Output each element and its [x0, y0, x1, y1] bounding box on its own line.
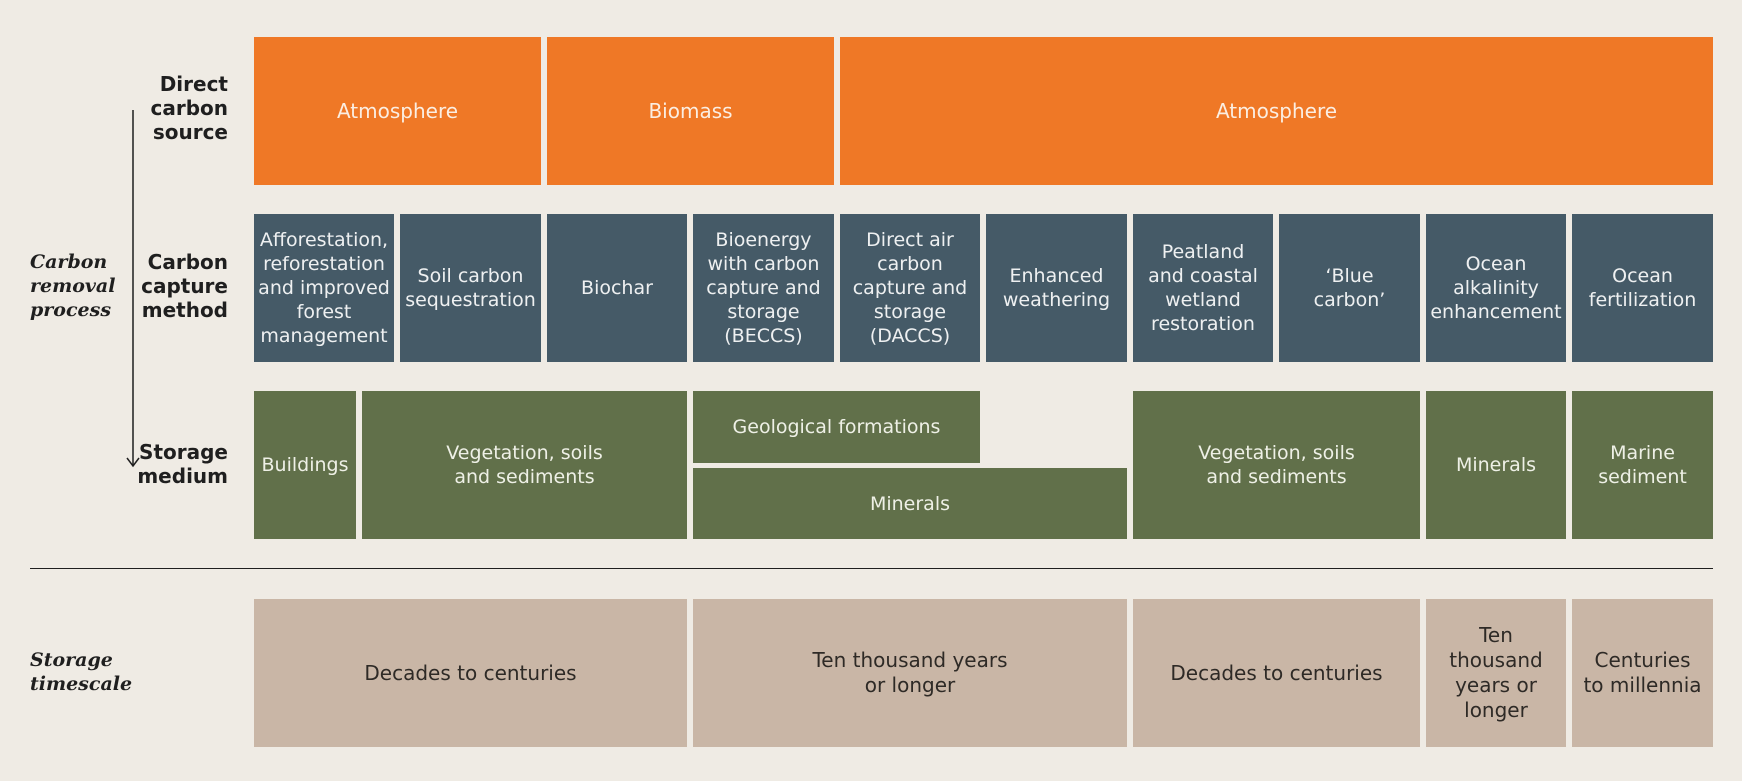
method-biochar: Biochar	[547, 214, 687, 362]
method-enhanced-weathering: Enhanced weathering	[986, 214, 1127, 362]
medium-geological: Geological formations	[693, 391, 980, 463]
method-daccs: Direct air carbon capture and storage (D…	[840, 214, 980, 362]
carbon-removal-process-label: Carbon removal process	[30, 251, 116, 321]
direct-carbon-source-label: Direct carbon source	[150, 72, 228, 144]
method-ocean-fertilization: Ocean fertilization	[1572, 214, 1713, 362]
medium-marine-sediment: Marine sediment	[1572, 391, 1713, 539]
medium-vegetation-2: Vegetation, soils and sediments	[1133, 391, 1420, 539]
carbon-capture-method-label: Carbon capture method	[141, 250, 228, 322]
method-peatland: Peatland and coastal wetland restoration	[1133, 214, 1273, 362]
medium-minerals-1: Minerals	[693, 468, 1127, 539]
timescale-ten-thousand-1: Ten thousand years or longer	[693, 599, 1127, 747]
timescale-ten-thousand-2: Ten thousand years or longer	[1426, 599, 1566, 747]
medium-buildings: Buildings	[254, 391, 356, 539]
storage-timescale-label: Storage timescale	[30, 649, 133, 695]
down-arrow-icon	[126, 110, 140, 468]
method-blue-carbon: ‘Blue carbon’	[1279, 214, 1420, 362]
section-divider	[30, 568, 1713, 569]
source-atmosphere-1: Atmosphere	[254, 37, 541, 185]
method-ocean-alkalinity: Ocean alkalinity enhancement	[1426, 214, 1566, 362]
method-afforestation: Afforestation, reforestation and improve…	[254, 214, 394, 362]
method-soil-carbon: Soil carbon sequestration	[400, 214, 541, 362]
source-biomass: Biomass	[547, 37, 834, 185]
medium-minerals-2: Minerals	[1426, 391, 1566, 539]
source-atmosphere-2: Atmosphere	[840, 37, 1713, 185]
timescale-decades-1: Decades to centuries	[254, 599, 687, 747]
storage-medium-label: Storage medium	[137, 440, 228, 488]
timescale-decades-2: Decades to centuries	[1133, 599, 1420, 747]
method-beccs: Bioenergy with carbon capture and storag…	[693, 214, 834, 362]
medium-vegetation-1: Vegetation, soils and sediments	[362, 391, 687, 539]
timescale-centuries: Centuries to millennia	[1572, 599, 1713, 747]
